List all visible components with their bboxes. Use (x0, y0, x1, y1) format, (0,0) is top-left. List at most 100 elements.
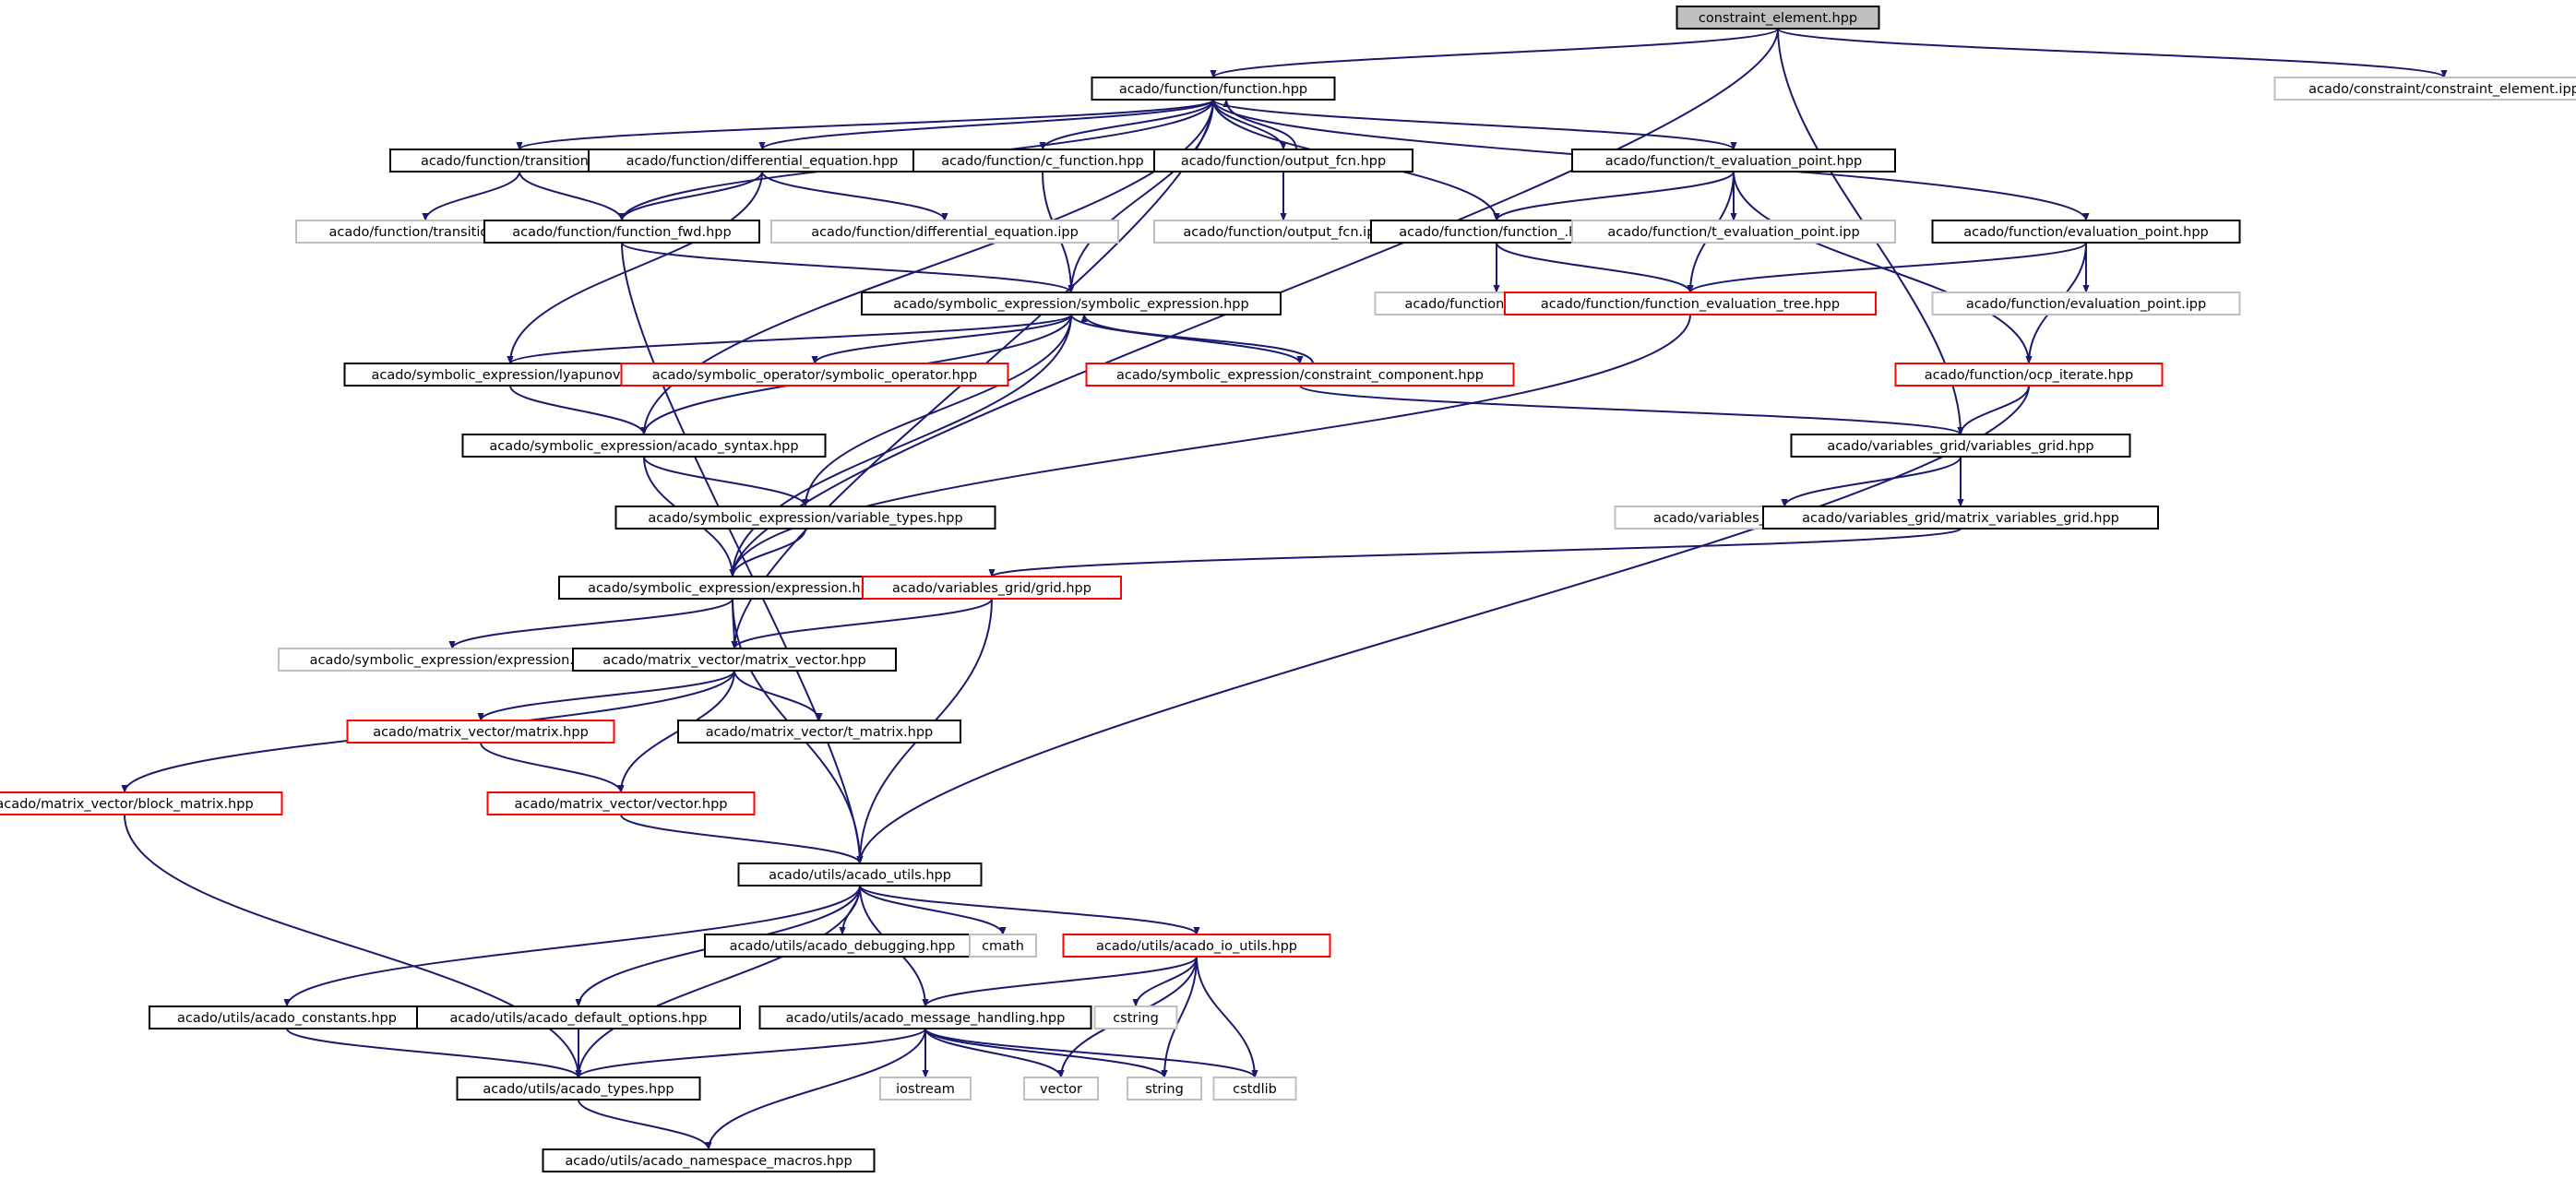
node-ve: vector (1023, 1077, 1099, 1101)
node-label: acado/matrix_vector/matrix.hpp (373, 725, 589, 740)
edge-fn-to-cf (1039, 99, 1214, 150)
node-label: acado/matrix_vector/block_matrix.hpp (0, 797, 254, 812)
node-gr[interactable]: acado/variables_grid/grid.hpp (862, 576, 1122, 600)
node-cf[interactable]: acado/function/c_function.hpp (912, 149, 1173, 173)
edge-fet-to-ex (729, 314, 1691, 577)
node-ac[interactable]: acado/utils/acado_constants.hpp (149, 1005, 425, 1029)
edge-aio-to-cl (1196, 956, 1258, 1078)
node-ad[interactable]: acado/utils/acado_debugging.hpp (704, 934, 981, 958)
node-label: acado/symbolic_expression/constraint_com… (1116, 368, 1484, 383)
node-box (1504, 292, 1877, 315)
edge-de-to-ly (507, 171, 763, 364)
node-label: acado/variables_grid/grid.hpp (892, 581, 1091, 596)
node-fn[interactable]: acado/function/function.hpp (1091, 77, 1336, 101)
node-box (737, 863, 983, 886)
node-box (2273, 77, 2576, 101)
node-label: acado/symbolic_operator/symbolic_operato… (652, 368, 977, 383)
node-ep[interactable]: acado/function/evaluation_point.hpp (1931, 220, 2241, 244)
node-vt[interactable]: acado/symbolic_expression/variable_types… (614, 506, 996, 530)
node-vg[interactable]: acado/variables_grid/variables_grid.hpp (1790, 434, 2131, 458)
node-tep[interactable]: acado/function/t_evaluation_point.hpp (1571, 149, 1896, 173)
node-label: acado/function/function_evaluation_tree.… (1541, 297, 1840, 312)
node-label: string (1145, 1082, 1184, 1097)
edge-cc-to-vg (1299, 385, 1964, 435)
node-of[interactable]: acado/function/output_fcn.hpp (1153, 149, 1413, 173)
header-nodes: constraint_element.hppacado/function/fun… (0, 6, 2576, 1172)
node-amh[interactable]: acado/utils/acado_message_handling.hpp (758, 1005, 1092, 1029)
node-box (1085, 363, 1515, 387)
node-label: acado/symbolic_expression/symbolic_expre… (893, 297, 1248, 312)
node-io: iostream (879, 1077, 972, 1101)
node-se[interactable]: acado/symbolic_expression/symbolic_expre… (861, 292, 1282, 315)
edge-at-to-anm (578, 1099, 712, 1150)
node-anm[interactable]: acado/utils/acado_namespace_macros.hpp (542, 1148, 876, 1172)
node-label: cstdlib (1233, 1082, 1277, 1097)
node-label: acado/symbolic_expression/expression.ipp (310, 653, 595, 668)
node-cm: cmath (969, 934, 1037, 958)
edge-mv-to-tm (733, 670, 823, 721)
node-label: acado/symbolic_expression/expression.hpp (588, 581, 877, 596)
edge-se-to-ex (729, 314, 1072, 577)
node-mvg[interactable]: acado/variables_grid/matrix_variables_gr… (1762, 506, 2159, 530)
node-label: cstring (1113, 1011, 1159, 1026)
node-label: acado/function/evaluation_point.hpp (1963, 225, 2209, 240)
node-box (1093, 1005, 1178, 1029)
node-au[interactable]: acado/utils/acado_utils.hpp (737, 863, 983, 886)
node-ex[interactable]: acado/symbolic_expression/expression.hpp (558, 576, 907, 600)
node-box (1894, 363, 2164, 387)
node-exipp: acado/symbolic_expression/expression.ipp (278, 648, 626, 672)
node-epipp: acado/function/evaluation_point.ipp (1931, 292, 2241, 315)
node-at[interactable]: acado/utils/acado_types.hpp (456, 1077, 701, 1101)
node-bm[interactable]: acado/matrix_vector/block_matrix.hpp (0, 791, 283, 815)
edge-amh-to-cl (924, 1028, 1258, 1078)
node-box (969, 934, 1037, 958)
node-de[interactable]: acado/function/differential_equation.hpp (588, 149, 936, 173)
node-ceipp: acado/constraint/constraint_element.ipp (2273, 77, 2576, 101)
node-cl: cstdlib (1212, 1077, 1297, 1101)
node-label: acado/matrix_vector/vector.hpp (515, 797, 728, 812)
node-tm[interactable]: acado/matrix_vector/t_matrix.hpp (677, 720, 961, 744)
edge-ff-to-se (621, 242, 1075, 293)
node-box (1091, 77, 1336, 101)
node-box (456, 1077, 701, 1101)
node-box (1676, 6, 1880, 30)
node-box (879, 1077, 972, 1101)
node-oi[interactable]: acado/function/ocp_iterate.hpp (1894, 363, 2164, 387)
node-label: acado/function/function_fwd.hpp (512, 225, 731, 240)
node-label: acado/symbolic_expression/lyapunov.hpp (371, 368, 649, 383)
node-label: acado/matrix_vector/matrix_vector.hpp (602, 653, 865, 668)
edge-as-to-vt (643, 456, 809, 507)
node-box (588, 149, 936, 173)
node-mx[interactable]: acado/matrix_vector/matrix.hpp (346, 720, 615, 744)
node-box (1571, 149, 1896, 173)
node-vc[interactable]: acado/matrix_vector/vector.hpp (486, 791, 756, 815)
node-label: cmath (982, 939, 1024, 954)
edge-se-to-so (811, 314, 1072, 364)
node-ado[interactable]: acado/utils/acado_default_options.hpp (416, 1005, 741, 1029)
node-box (416, 1005, 741, 1029)
node-label: acado/function/output_fcn.hpp (1181, 154, 1386, 169)
edge-de-to-ff (618, 171, 763, 221)
node-label: acado/function/ocp_iterate.hpp (1925, 368, 2133, 383)
node-cc[interactable]: acado/symbolic_expression/constraint_com… (1085, 363, 1515, 387)
node-ff[interactable]: acado/function/function_fwd.hpp (483, 220, 760, 244)
node-fet[interactable]: acado/function/function_evaluation_tree.… (1504, 292, 1877, 315)
node-box (483, 220, 760, 244)
node-label: acado/function/t_evaluation_point.hpp (1605, 154, 1862, 169)
node-label: acado/utils/acado_default_options.hpp (449, 1011, 707, 1026)
edge-cc-to-se (1080, 314, 1314, 364)
node-label: acado/constraint/constraint_element.ipp (2308, 82, 2576, 97)
node-label: acado/matrix_vector/t_matrix.hpp (706, 725, 934, 740)
node-label: acado/variables_grid/variables_grid.hpp (1827, 439, 2093, 454)
node-aio[interactable]: acado/utils/acado_io_utils.hpp (1062, 934, 1331, 958)
node-label: acado/function/output_fcn.ipp (1183, 225, 1383, 240)
node-as[interactable]: acado/symbolic_expression/acado_syntax.h… (461, 434, 827, 458)
edge-ce-to-ceipp (1777, 28, 2448, 78)
node-mv[interactable]: acado/matrix_vector/matrix_vector.hpp (572, 648, 897, 672)
edge-vg-to-vgipp (1781, 456, 1962, 507)
node-box (912, 149, 1173, 173)
node-so[interactable]: acado/symbolic_operator/symbolic_operato… (620, 363, 1009, 387)
node-label: acado/function/t_evaluation_point.ipp (1607, 225, 1859, 240)
node-label: acado/function/c_function.hpp (941, 154, 1143, 169)
